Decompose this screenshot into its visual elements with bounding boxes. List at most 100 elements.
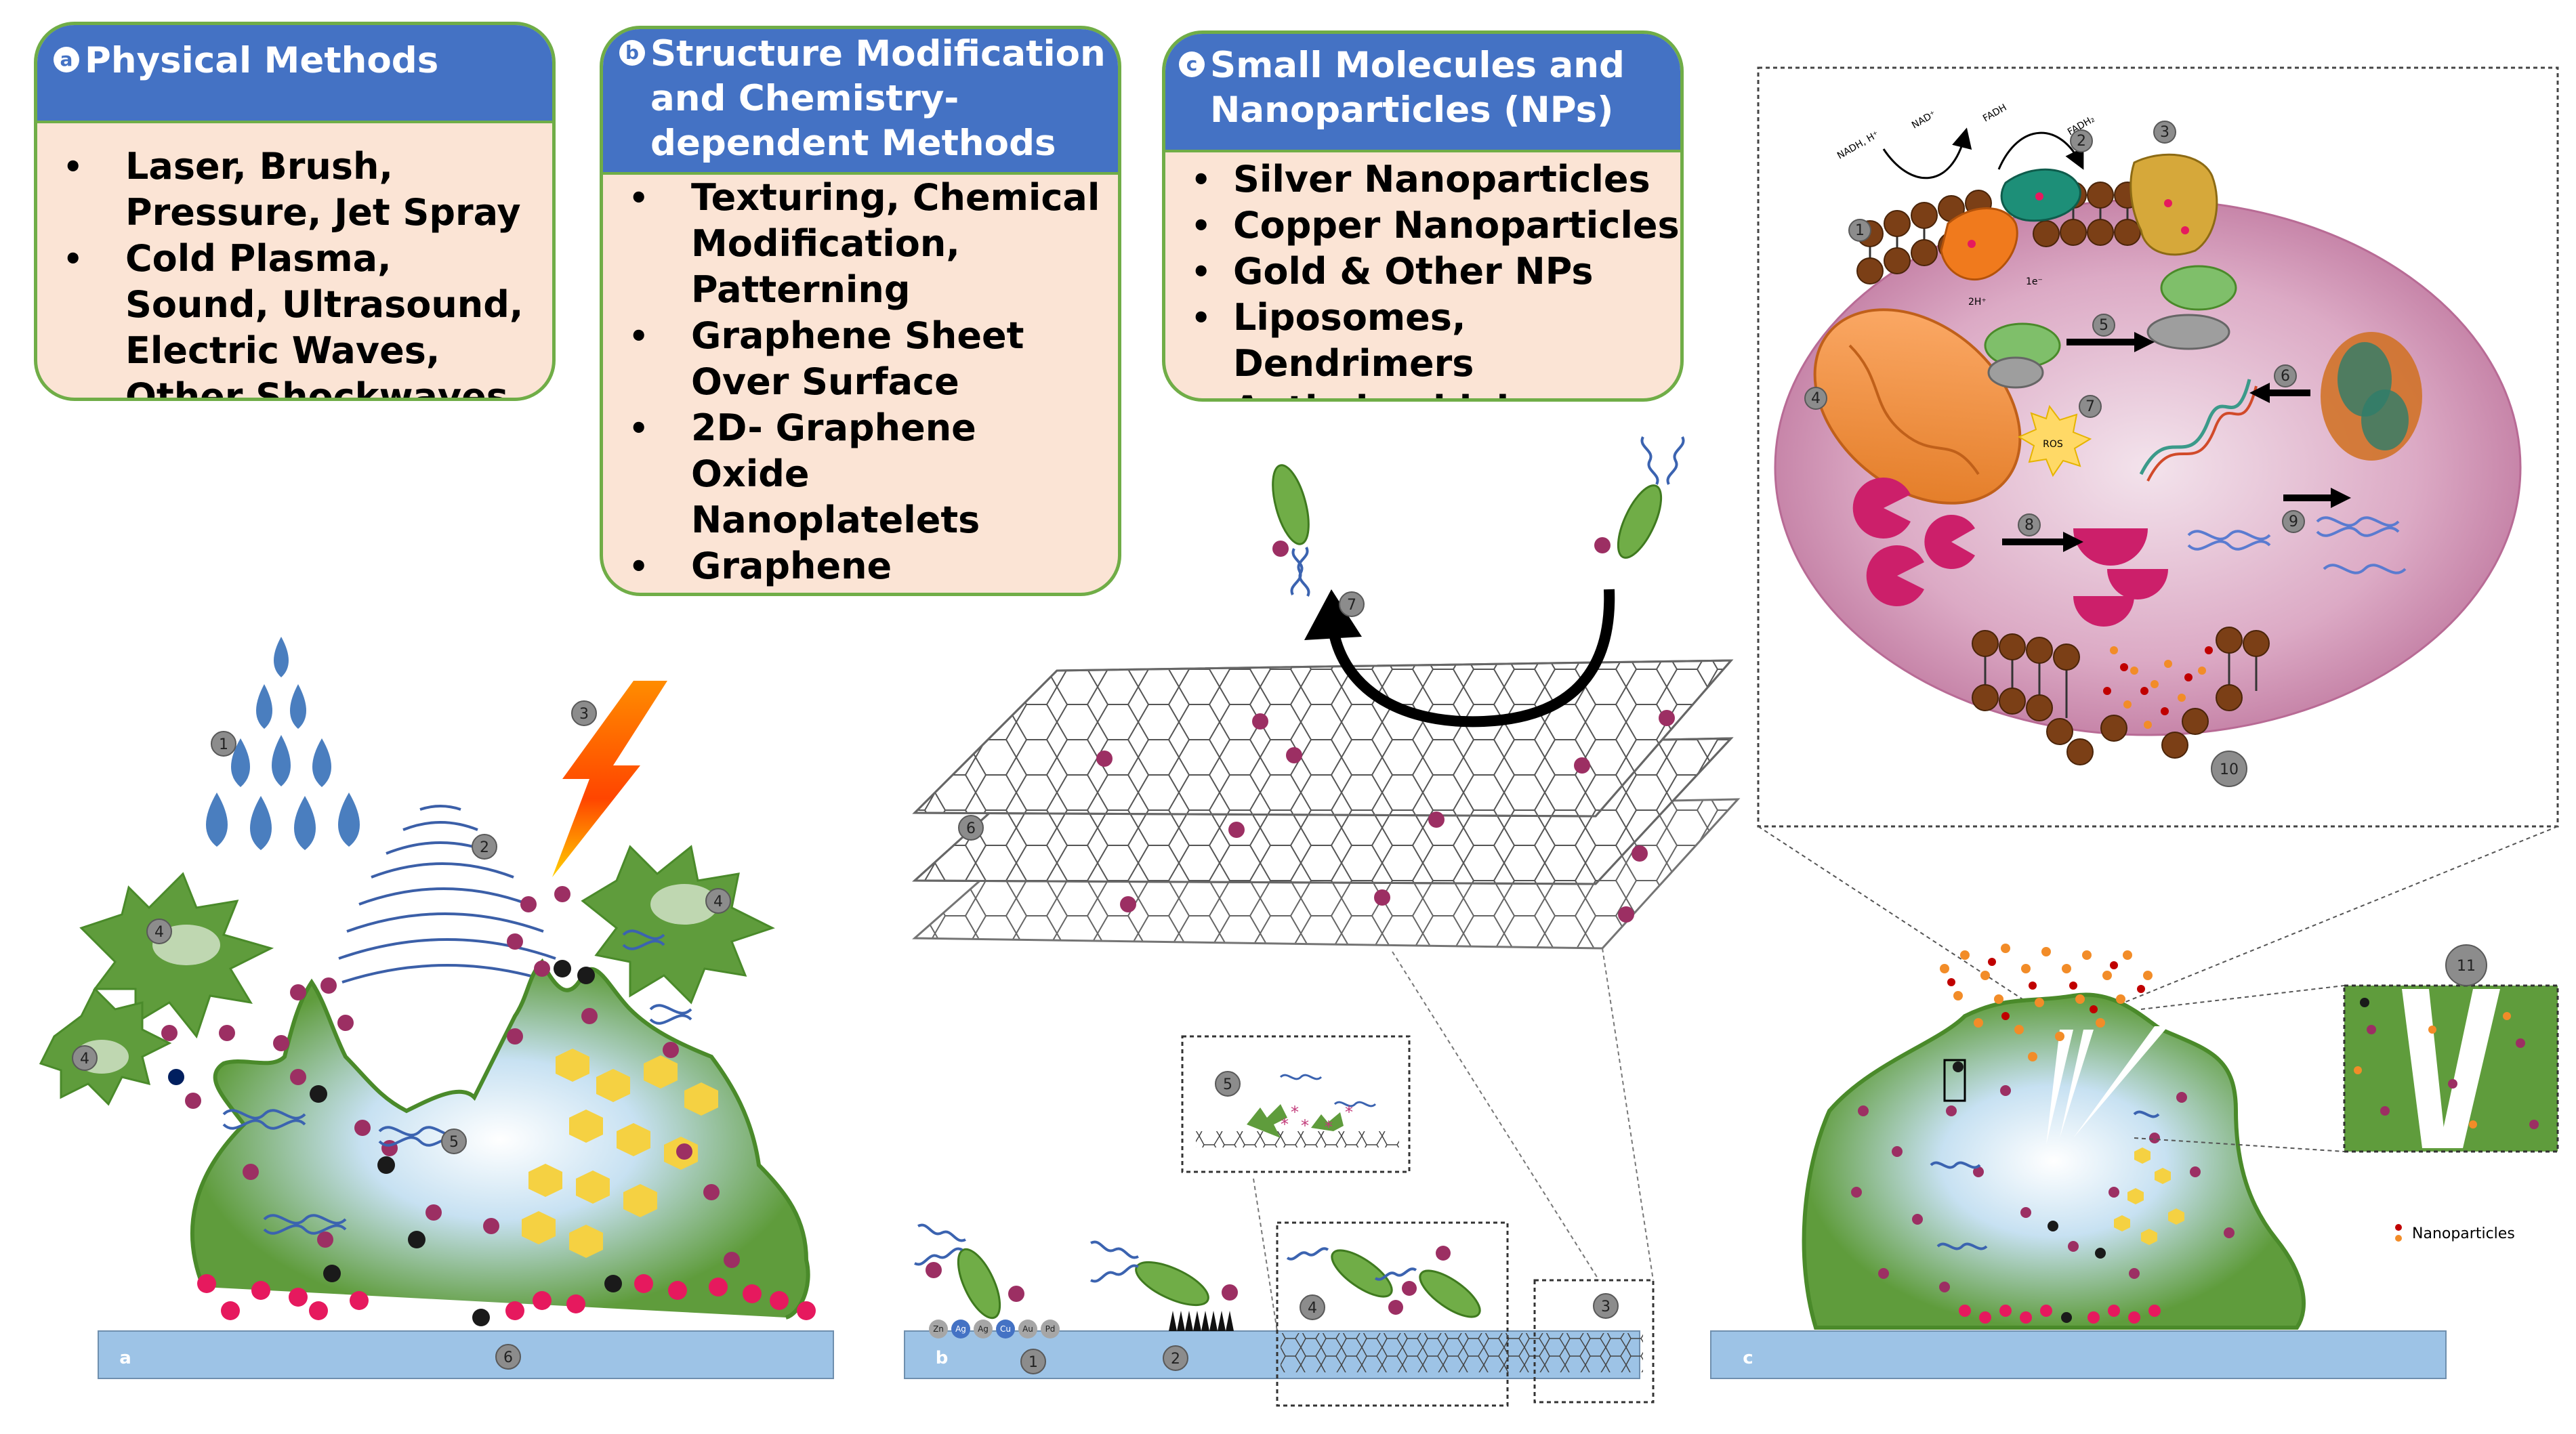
step-number: 5	[2099, 317, 2108, 334]
particles-magenta	[1851, 1085, 2235, 1292]
panel-title: Physical Methods	[85, 40, 439, 81]
graphene-layer	[1281, 1333, 1643, 1372]
zoom-box-cell	[1757, 66, 2559, 828]
ion-label: Ag	[978, 1324, 989, 1334]
panel-structure-modification: b Structure Modification and Chemistry-d…	[600, 26, 1121, 596]
bacterium-icon	[1286, 1246, 1481, 1318]
step-number: 4	[1811, 390, 1821, 407]
step-markers: 1 2 3 4 4 4 5 6	[72, 700, 731, 1370]
zoom-marker	[1943, 1059, 1966, 1102]
step-number: 1	[1029, 1354, 1038, 1371]
dna-icon	[2187, 516, 2407, 574]
svg-text:*: *	[1301, 1116, 1309, 1135]
graphene-sheets	[912, 659, 1741, 950]
arrow-head-icon	[2249, 383, 2270, 403]
step-markers: 1 2 3 4 5 6 7 8 9 10	[1804, 121, 2305, 787]
bacterium-icon	[914, 1223, 1238, 1320]
step-number: 3	[1601, 1299, 1611, 1315]
step-number: 7	[2085, 398, 2095, 415]
panel-header: b Structure Modification and Chemistry-d…	[603, 29, 1118, 175]
step-number: 6	[966, 820, 976, 837]
step-number: 1	[219, 736, 228, 753]
step-markers: 1 2 3 4 5 6 7	[958, 591, 1619, 1374]
inset-box-3	[1533, 1279, 1655, 1404]
dna-icon	[1930, 1110, 2160, 1250]
hexagon-cluster	[522, 1049, 718, 1258]
ros-burst	[2017, 404, 2092, 478]
svg-text:*: *	[1325, 1118, 1333, 1137]
method-list: Texturing, Chemical Modification, Patter…	[603, 175, 1118, 593]
step-number: 7	[1347, 597, 1356, 614]
nanoparticle-cloud	[1940, 944, 2153, 1061]
panel-badge: b	[619, 40, 645, 66]
panel-header: a Physical Methods	[37, 25, 552, 123]
surface-label: b	[936, 1348, 949, 1368]
panel-header: c Small Molecules and Nanoparticles (NPs…	[1165, 34, 1680, 152]
list-item: Graphene Sheet Over Surface	[603, 313, 1104, 405]
particles-pink	[1959, 1305, 2161, 1324]
membrane-label: 1e⁻	[2026, 276, 2043, 287]
surface-spikes	[1169, 1311, 1234, 1331]
curved-arrow	[1329, 589, 1615, 727]
ribosome-icon	[1984, 265, 2237, 389]
step-number: 4	[713, 893, 723, 910]
arrow-head-icon	[2331, 488, 2351, 508]
step-number: 2	[1171, 1351, 1180, 1368]
dna-strand	[2139, 379, 2251, 476]
particle-navy	[168, 1069, 184, 1085]
bacteria-clump	[1247, 1104, 1344, 1138]
legend: Nanoparticles	[2395, 1224, 2515, 1242]
step-number: 1	[1855, 222, 1865, 239]
membrane-label: NADH, H⁺	[1835, 129, 1881, 162]
list-item: Copper Nanoparticles	[1165, 203, 1680, 249]
panel-title: Structure Modification and Chemistry-dep…	[650, 33, 1106, 164]
list-item: Liposomes, Dendrimers	[1165, 295, 1680, 387]
list-item: Graphene Nanoplatelets	[603, 543, 1104, 593]
membrane-label: FADH	[1981, 102, 2009, 125]
svg-text:*: *	[1345, 1103, 1353, 1122]
step-number: 2	[480, 839, 489, 856]
surface-label: c	[1743, 1348, 1753, 1368]
list-item: Cold Plasma, Sound, Ultrasound, Electric…	[37, 236, 539, 398]
surface-label: a	[119, 1348, 131, 1368]
ion-beads: Zn Ag Ag Cu Au Pd	[929, 1320, 1060, 1338]
list-item: Laser, Brush, Pressure, Jet Spray	[37, 144, 539, 236]
droplets-icon	[206, 637, 360, 850]
ion-label: Ag	[955, 1324, 966, 1334]
inset-box-5	[1181, 1035, 1411, 1173]
step-number: 5	[449, 1134, 459, 1151]
bacterium-icon	[1272, 436, 1685, 597]
graphene-layer	[1196, 1131, 1399, 1147]
mitochondrion-icon	[1813, 308, 2022, 505]
list-item: Gold & Other NPs	[1165, 249, 1680, 295]
leaking-particles	[2103, 646, 2213, 729]
step-number: 2	[2077, 133, 2086, 150]
step-number: 6	[2281, 368, 2290, 385]
panel-small-molecules: c Small Molecules and Nanoparticles (NPs…	[1162, 30, 1684, 402]
membrane-arrows	[1882, 127, 2084, 180]
step-number: 4	[80, 1051, 89, 1068]
step-number: 10	[2220, 761, 2239, 778]
membrane-label: NAD⁺	[1910, 108, 1938, 131]
hexagon-cluster	[2114, 1147, 2184, 1245]
biofilm-body	[1802, 992, 2306, 1330]
svg-text:*: *	[1291, 1103, 1299, 1122]
ion-label: Au	[1022, 1324, 1033, 1334]
section-a-physical: a 1 2 3 4 4 4 5 6	[39, 637, 834, 1379]
arrow-head-icon	[2063, 532, 2083, 552]
arrow-head-icon	[1304, 589, 1362, 640]
biofilm-body	[190, 958, 810, 1320]
ros-label: ROS	[2043, 439, 2063, 450]
enzyme-icon	[1852, 478, 2168, 627]
svg-text:*: *	[1281, 1115, 1289, 1134]
particles-black	[310, 960, 622, 1326]
lipid-membrane-bottom	[1972, 627, 2270, 765]
ion-label: Zn	[933, 1324, 944, 1334]
step-number: 5	[1223, 1076, 1232, 1093]
step-number: 4	[154, 924, 164, 941]
surface-a	[98, 1330, 834, 1379]
biofilm-body	[192, 962, 808, 1317]
section-c-nanoparticles: NADH, H⁺ NAD⁺ FADH FADH₂ 2H⁺ 1e⁻ ROS	[1710, 66, 2559, 1379]
panel-badge: a	[54, 47, 79, 72]
